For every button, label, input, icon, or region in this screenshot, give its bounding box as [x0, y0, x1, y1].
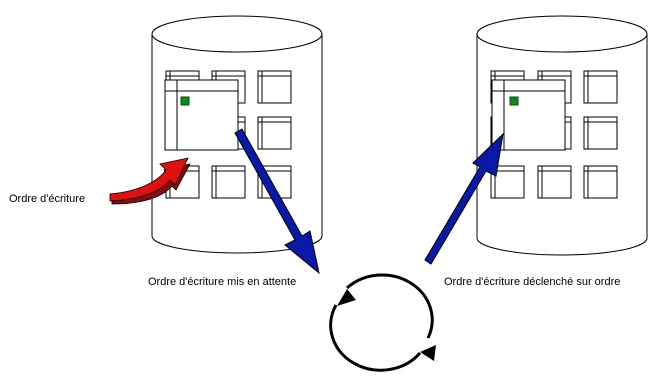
right-expanded-page	[491, 79, 566, 151]
right-database-icon	[476, 15, 648, 256]
left-database-icon	[151, 15, 323, 254]
write-triggered-label: Ordre d'écriture déclenché sur ordre	[444, 276, 621, 288]
right-page-marker-icon	[509, 96, 519, 106]
curved-red-arrow-icon	[109, 157, 191, 205]
left-expanded-page	[164, 79, 239, 151]
circular-arrows-icon	[329, 273, 436, 372]
blue-arrow-up-icon	[424, 132, 504, 265]
write-queued-label: Ordre d'écriture mis en attente	[148, 276, 297, 288]
left-page-marker-icon	[180, 96, 190, 106]
blue-arrow-down-icon	[234, 128, 320, 275]
write-order-label: Ordre d'écriture	[9, 193, 86, 205]
